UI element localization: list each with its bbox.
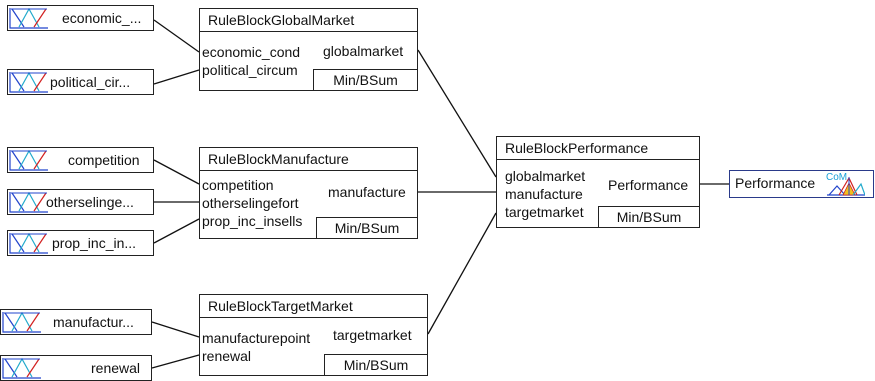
ruleblock-method: Min/BSum: [598, 206, 699, 227]
membership-function-icon: [9, 71, 48, 93]
output-membership-icon: [827, 176, 865, 196]
input-prop-inc[interactable]: prop_inc_in...: [7, 230, 154, 256]
ruleblock-title: RuleBlockGlobalMarket: [200, 9, 417, 32]
ruleblock-input-label: renewal: [202, 348, 252, 364]
ruleblock-title: RuleBlockTargetMarket: [200, 295, 427, 318]
wire-propinc-to-manufacture: [153, 218, 200, 244]
input-label: renewal: [91, 360, 141, 376]
wire-economic-to-global: [153, 19, 200, 53]
ruleblock-input-label: competition: [202, 177, 274, 193]
ruleblock-input-label: prop_inc_insells: [202, 213, 303, 229]
wire-target-to-performance: [427, 212, 497, 335]
input-renewal[interactable]: renewal: [0, 355, 152, 381]
ruleblock-method: Min/BSum: [324, 354, 427, 375]
ruleblock-input-label: economic_cond: [202, 44, 301, 60]
input-economic[interactable]: economic_...: [7, 5, 154, 31]
input-competition[interactable]: competition: [7, 147, 154, 173]
input-manufactur[interactable]: manufactur...: [0, 309, 152, 335]
input-otherselinge[interactable]: otherselinge...: [7, 189, 154, 215]
membership-function-icon: [9, 7, 48, 29]
ruleblock-input-label: manufacturepoint: [202, 330, 311, 346]
input-label: manufactur...: [53, 314, 134, 330]
input-label: political_cir...: [50, 74, 131, 90]
membership-function-icon: [2, 311, 41, 333]
ruleblock-performance[interactable]: RuleBlockPerformance globalmarket manufa…: [496, 136, 700, 228]
ruleblock-input-label: otherselingefort: [202, 195, 299, 211]
output-performance[interactable]: Performance CoM: [729, 170, 874, 198]
ruleblock-input-label: manufacture: [505, 186, 583, 202]
wire-renewal-to-target: [151, 354, 200, 369]
wire-competition-to-manufacture: [153, 159, 200, 185]
membership-function-icon: [9, 191, 48, 213]
input-label: otherselinge...: [46, 194, 134, 210]
output-label: Performance: [735, 175, 816, 191]
input-political[interactable]: political_cir...: [7, 69, 154, 95]
ruleblock-target-market[interactable]: RuleBlockTargetMarket manufacturepoint r…: [199, 294, 428, 376]
defuzz-method-label: CoM: [826, 172, 848, 183]
ruleblock-title: RuleBlockManufacture: [200, 148, 417, 171]
ruleblock-global-market[interactable]: RuleBlockGlobalMarket economic_cond poli…: [199, 8, 418, 91]
input-label: economic_...: [62, 10, 142, 26]
ruleblock-manufacture[interactable]: RuleBlockManufacture competition otherse…: [199, 147, 418, 239]
ruleblock-title: RuleBlockPerformance: [497, 137, 699, 160]
wire-manufactur-to-target: [151, 321, 200, 338]
ruleblock-method: Min/BSum: [316, 217, 417, 238]
ruleblock-input-label: political_circum: [202, 62, 298, 78]
ruleblock-inputs: manufacturepoint renewal: [202, 329, 310, 365]
ruleblock-output-label: Performance: [608, 177, 689, 193]
ruleblock-output-label: globalmarket: [323, 43, 404, 59]
ruleblock-method: Min/BSum: [313, 69, 417, 90]
membership-function-icon: [9, 149, 48, 171]
input-label: prop_inc_in...: [52, 235, 137, 251]
ruleblock-inputs: competition otherselingefort prop_inc_in…: [202, 176, 302, 230]
membership-function-icon: [2, 357, 41, 379]
ruleblock-input-label: targetmarket: [505, 204, 584, 220]
ruleblock-output-label: manufacture: [328, 184, 406, 200]
ruleblock-inputs: globalmarket manufacture targetmarket: [505, 167, 585, 221]
ruleblock-input-label: globalmarket: [505, 168, 586, 184]
wire-global-to-performance: [417, 49, 497, 178]
ruleblock-inputs: economic_cond political_circum: [202, 43, 300, 79]
membership-function-icon: [9, 232, 48, 254]
wire-political-to-global: [153, 69, 200, 85]
ruleblock-output-label: targetmarket: [333, 327, 412, 343]
input-label: competition: [68, 152, 140, 168]
